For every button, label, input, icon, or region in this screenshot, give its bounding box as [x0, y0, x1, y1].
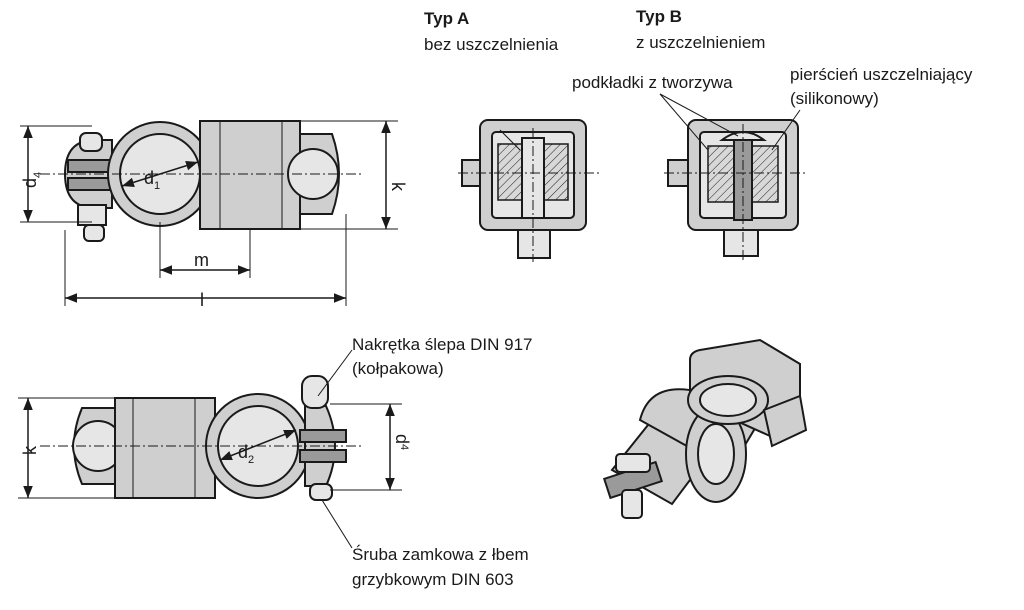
- dim-d2-label: d2: [238, 442, 254, 466]
- callout-bolt-line1: Śruba zamkowa z łbem: [352, 545, 529, 564]
- type-a-section-view: [458, 119, 600, 262]
- top-side-view: [40, 120, 362, 242]
- callout-cap-nut-line2: (kołpakowa): [352, 359, 444, 378]
- dim-l-label: l: [200, 290, 204, 310]
- dim-d4-bottom: [330, 403, 402, 491]
- callout-bolt-line2: grzybkowym DIN 603: [352, 570, 514, 589]
- dim-l: [64, 214, 347, 306]
- dim-m-label: m: [194, 250, 209, 270]
- dim-m: [159, 222, 251, 278]
- type-a-leader: [499, 129, 521, 151]
- dim-k-bottom: [18, 397, 115, 499]
- type-a-title: Typ A: [424, 9, 469, 28]
- callout-seal-ring-line2: (silikonowy): [790, 89, 879, 108]
- dim-d1-label: d1: [144, 168, 160, 192]
- dim-k-top-label: k: [388, 182, 408, 192]
- dim-d4-top: [20, 125, 92, 223]
- type-b-subtitle: z uszczelnieniem: [636, 33, 765, 52]
- type-b-section-view: [659, 93, 808, 262]
- dim-d4-bottom-label: d4: [392, 434, 412, 450]
- callout-plastic-washers: podkładki z tworzywa: [572, 73, 733, 92]
- callout-cap-nut-line1: Nakrętka ślepa DIN 917: [352, 335, 532, 354]
- dim-d4-top-label: d4: [20, 172, 44, 188]
- isometric-view: [602, 338, 808, 519]
- dim-k-bottom-label: k: [20, 445, 40, 455]
- callout-seal-ring-line1: pierścień uszczelniający: [790, 65, 973, 84]
- dim-k-top: [300, 120, 398, 230]
- type-a-subtitle: bez uszczelnienia: [424, 35, 559, 54]
- type-b-title: Typ B: [636, 7, 682, 26]
- bottom-side-view: [40, 349, 364, 549]
